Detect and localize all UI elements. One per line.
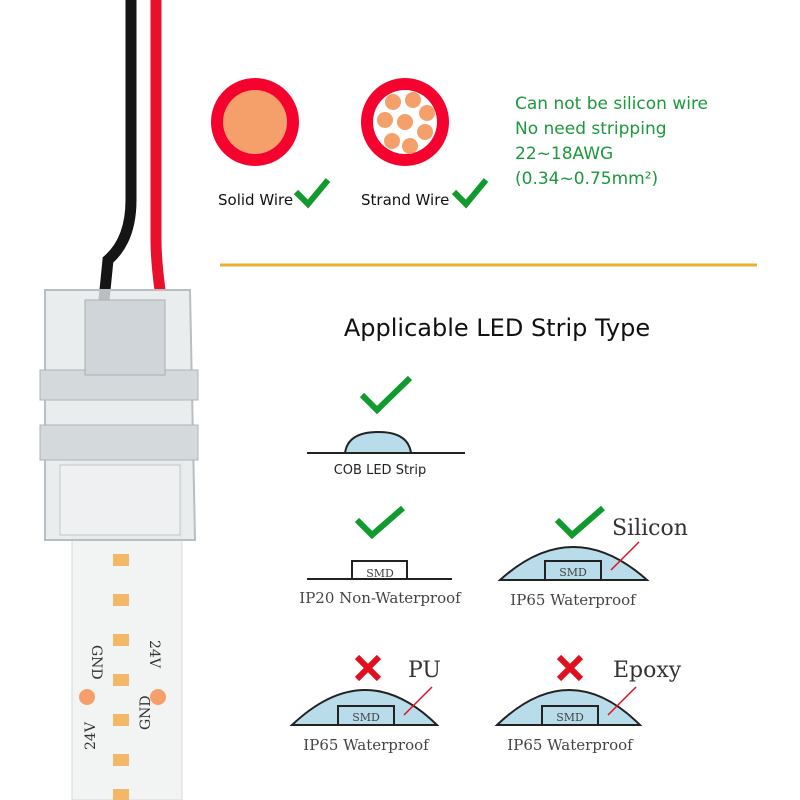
- silicon-label: IP65 Waterproof: [510, 591, 637, 609]
- led-chip: [113, 789, 129, 800]
- solid-wire-diagram: [211, 78, 299, 166]
- pu-strip-type: SMD PU IP65 Waterproof: [289, 654, 441, 754]
- solid-wire-label: Solid Wire: [218, 191, 293, 209]
- v-marking: 24V: [146, 640, 162, 669]
- pointer-line: [607, 686, 637, 716]
- check-icon: [451, 178, 489, 209]
- gnd-pad: [79, 689, 95, 705]
- led-chip: [113, 554, 129, 566]
- strand-wire-label: Strand Wire: [361, 191, 449, 209]
- check-icon: [293, 178, 331, 209]
- check-icon: [554, 505, 605, 540]
- wire-specs: Can not be silicon wire No need strippin…: [515, 94, 708, 189]
- spec-line: Can not be silicon wire: [515, 94, 708, 114]
- spec-line: 22~18AWG: [515, 144, 613, 164]
- pu-material-label: PU: [408, 658, 441, 683]
- cob-label: COB LED Strip: [334, 463, 427, 478]
- spec-line: (0.34~0.75mm²): [515, 169, 658, 189]
- smd-chip-label: SMD: [556, 711, 584, 724]
- led-chip: [113, 634, 129, 646]
- cross-icon: [354, 654, 382, 682]
- check-icon: [354, 505, 405, 540]
- led-chip: [113, 754, 129, 766]
- epoxy-material-label: Epoxy: [613, 658, 682, 683]
- epoxy-label: IP65 Waterproof: [507, 736, 634, 754]
- clear-connector: [39, 289, 199, 541]
- pu-label: IP65 Waterproof: [303, 736, 430, 754]
- check-icon: [359, 375, 413, 415]
- silicon-material-label: Silicon: [612, 516, 688, 541]
- gnd-marking-2: GND: [138, 695, 154, 730]
- led-chip: [113, 674, 129, 686]
- gnd-marking: GND: [88, 645, 104, 680]
- v-pad: [150, 689, 166, 705]
- pointer-line: [403, 686, 433, 716]
- v-marking-2: 24V: [83, 721, 99, 750]
- red-wire: [150, 0, 166, 291]
- led-chip: [113, 714, 129, 726]
- smd-chip-label: SMD: [559, 566, 587, 579]
- cob-strip-type: COB LED Strip: [307, 375, 465, 478]
- strand-wire-diagram: [361, 78, 449, 166]
- smd-chip-label: SMD: [366, 567, 394, 580]
- smd-chip-label: SMD: [352, 711, 380, 724]
- section-title: Applicable LED Strip Type: [344, 314, 650, 342]
- spec-line: No need stripping: [515, 119, 667, 139]
- connector-wires: [98, 0, 166, 301]
- ip20-label: IP20 Non-Waterproof: [299, 589, 462, 607]
- ip20-strip-type: SMD IP20 Non-Waterproof: [299, 505, 462, 607]
- cross-icon: [556, 654, 584, 682]
- pointer-line: [610, 541, 640, 571]
- led-chip: [113, 594, 129, 606]
- black-wire: [98, 0, 137, 301]
